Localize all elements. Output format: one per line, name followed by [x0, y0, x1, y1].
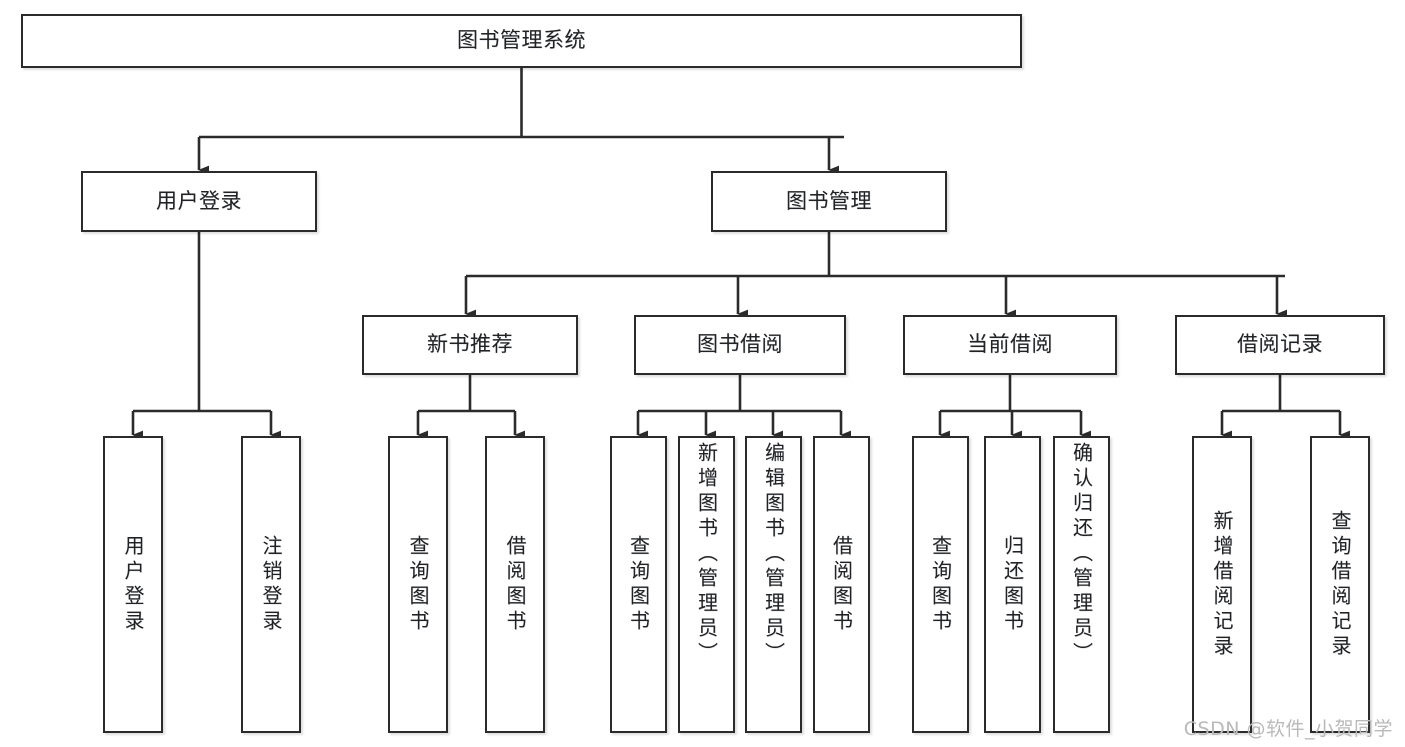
- node-root[interactable]: 图书管理系统: [21, 14, 1022, 68]
- node-book-borrow-label: 图书借阅: [697, 332, 783, 357]
- node-user-login-label: 用户登录: [156, 188, 242, 213]
- watermark-text: CSDN @软件_小贺同学: [1183, 718, 1393, 740]
- node-book-management-label: 图书管理: [786, 188, 872, 213]
- node-leaf-user-login[interactable]: 用户登录: [103, 436, 163, 733]
- node-leaf-query-borrow-record[interactable]: 查询借阅记录: [1310, 436, 1370, 733]
- node-leaf-query-book-recommend-label: 查询图书: [406, 534, 430, 635]
- node-leaf-edit-book-label: 编辑图书（管理员）: [761, 442, 786, 667]
- node-leaf-edit-book[interactable]: 编辑图书（管理员）: [745, 436, 802, 733]
- node-leaf-add-borrow-record-label: 新增借阅记录: [1210, 509, 1234, 660]
- node-leaf-add-book[interactable]: 新增图书（管理员）: [678, 436, 735, 733]
- node-leaf-add-borrow-record[interactable]: 新增借阅记录: [1192, 436, 1252, 733]
- node-leaf-confirm-return[interactable]: 确认归还（管理员）: [1053, 436, 1110, 733]
- node-leaf-query-book-current[interactable]: 查询图书: [912, 436, 969, 733]
- node-leaf-borrow-book-label: 借阅图书: [829, 534, 854, 635]
- node-new-book-recommend[interactable]: 新书推荐: [362, 315, 578, 375]
- node-user-login[interactable]: 用户登录: [81, 171, 317, 232]
- node-borrow-record-label: 借阅记录: [1237, 332, 1323, 357]
- node-leaf-query-book-borrow-label: 查询图书: [626, 534, 651, 635]
- node-leaf-query-borrow-record-label: 查询借阅记录: [1328, 509, 1352, 660]
- node-leaf-borrow-book-recommend-label: 借阅图书: [503, 534, 527, 635]
- node-leaf-return-book[interactable]: 归还图书: [984, 436, 1041, 733]
- node-leaf-user-login-label: 用户登录: [121, 534, 145, 635]
- node-leaf-borrow-book-recommend[interactable]: 借阅图书: [485, 436, 545, 733]
- node-leaf-query-book-recommend[interactable]: 查询图书: [388, 436, 448, 733]
- node-new-book-recommend-label: 新书推荐: [427, 332, 513, 357]
- node-current-borrow-label: 当前借阅: [967, 332, 1053, 357]
- node-current-borrow[interactable]: 当前借阅: [903, 315, 1117, 375]
- node-leaf-return-book-label: 归还图书: [1000, 534, 1025, 635]
- node-leaf-logout[interactable]: 注销登录: [241, 436, 301, 733]
- node-borrow-record[interactable]: 借阅记录: [1175, 315, 1385, 375]
- node-leaf-confirm-return-label: 确认归还（管理员）: [1069, 442, 1094, 667]
- node-leaf-logout-label: 注销登录: [259, 534, 283, 635]
- node-leaf-query-book-current-label: 查询图书: [928, 534, 953, 635]
- node-leaf-query-book-borrow[interactable]: 查询图书: [610, 436, 667, 733]
- node-leaf-add-book-label: 新增图书（管理员）: [694, 442, 719, 667]
- node-book-management[interactable]: 图书管理: [711, 171, 947, 232]
- node-leaf-borrow-book[interactable]: 借阅图书: [813, 436, 870, 733]
- node-book-borrow[interactable]: 图书借阅: [634, 315, 846, 375]
- node-root-label: 图书管理系统: [457, 28, 586, 53]
